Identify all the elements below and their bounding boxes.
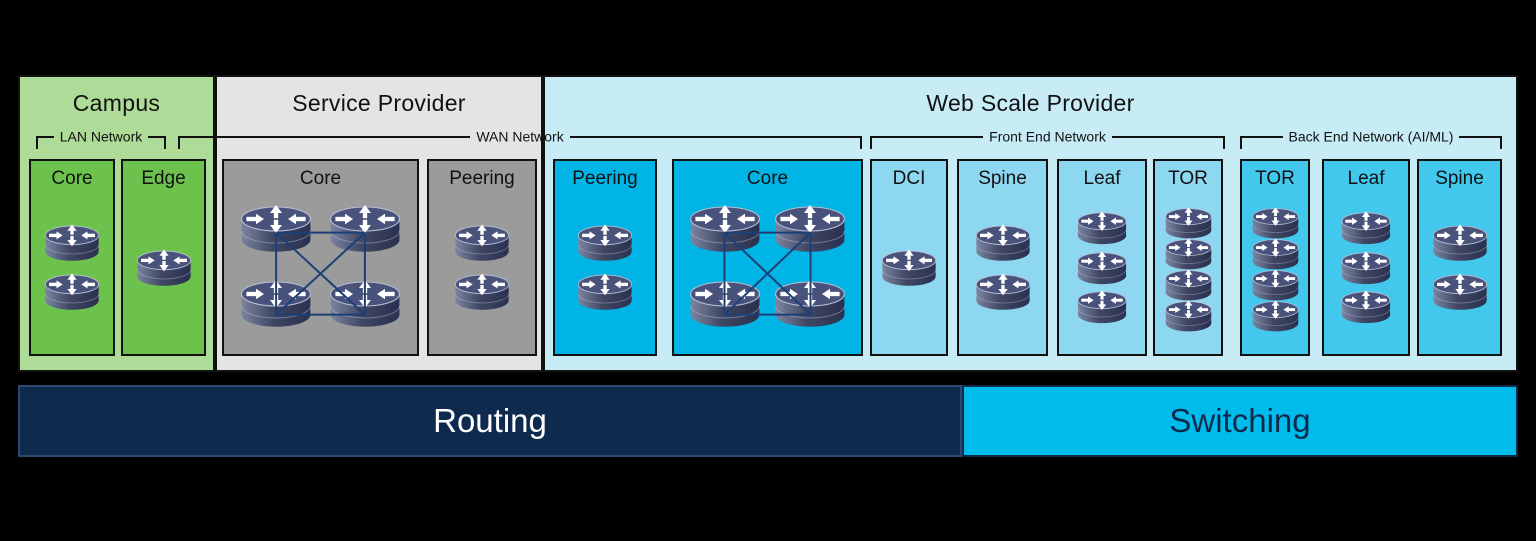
router-icon (1249, 299, 1302, 334)
bracket-corner-icon (36, 136, 45, 149)
box-ws-core: Core (672, 159, 863, 356)
box-label: Peering (449, 168, 515, 189)
router-icon (1162, 206, 1215, 241)
routing-layer-bar: Routing (18, 385, 962, 457)
device-stack (872, 190, 946, 354)
bracket-label-front-end: Front End Network (989, 128, 1106, 145)
router-icon (1162, 237, 1215, 272)
device-stack (1242, 190, 1308, 354)
box-label: TOR (1255, 168, 1295, 189)
bracket-label-lan: LAN Network (59, 128, 143, 145)
router-icon (1249, 237, 1302, 272)
box-front-end-leaf: Leaf (1057, 159, 1147, 356)
device-stack (31, 190, 113, 354)
router-icon (1074, 250, 1130, 287)
device-stack (429, 190, 535, 354)
router-icon (1429, 223, 1491, 264)
box-front-end-spine: Spine (957, 159, 1048, 356)
box-label: DCI (892, 168, 926, 189)
box-dci: DCI (870, 159, 948, 356)
device-stack (1155, 190, 1221, 354)
router-icon (1429, 272, 1491, 313)
section-title-service-provider: Service Provider (292, 90, 466, 116)
bracket-corner-icon (1493, 136, 1502, 149)
bracket-corner-icon (157, 136, 166, 149)
section-title-campus: Campus (72, 90, 161, 116)
router-icon (1249, 206, 1302, 241)
box-label: Spine (978, 168, 1027, 189)
box-label: Spine (1435, 168, 1484, 189)
bracket-corner-icon (178, 136, 187, 149)
router-icon (41, 223, 103, 264)
router-icon (878, 248, 940, 289)
router-icon (451, 223, 513, 264)
bracket-label-wan: WAN Network (476, 128, 564, 145)
device-mesh (224, 190, 417, 354)
switching-layer-bar: Switching (962, 385, 1518, 457)
box-ws-peering: Peering (553, 159, 657, 356)
device-stack (555, 190, 655, 354)
router-icon (1249, 268, 1302, 303)
box-label: Leaf (1347, 168, 1385, 189)
bracket-corner-icon (1240, 136, 1249, 149)
router-icon (574, 272, 636, 313)
bracket-back-end-network: Back End Network (AI/ML) (1240, 130, 1502, 150)
box-front-end-tor: TOR (1153, 159, 1223, 356)
device-mesh (674, 190, 861, 354)
bracket-lan-network: LAN Network (36, 130, 166, 150)
router-icon (1074, 289, 1130, 326)
box-sp-core: Core (222, 159, 419, 356)
routing-layer-label: Routing (433, 402, 547, 439)
box-label: Core (51, 168, 93, 189)
section-title-web-scale-provider: Web Scale Provider (926, 90, 1135, 116)
bracket-corner-icon (1216, 136, 1225, 149)
router-icon (574, 223, 636, 264)
switching-layer-label: Switching (1169, 402, 1311, 439)
device-stack (1324, 190, 1408, 354)
box-back-end-tor: TOR (1240, 159, 1310, 356)
router-icon (1338, 289, 1394, 326)
router-icon (1074, 210, 1130, 247)
router-icon (451, 272, 513, 313)
device-stack (959, 190, 1046, 354)
bracket-wan-network: WAN Network (178, 130, 863, 150)
bracket-front-end-network: Front End Network (870, 130, 1225, 150)
box-label: Edge (141, 168, 186, 189)
box-back-end-spine: Spine (1417, 159, 1502, 356)
box-label: TOR (1168, 168, 1208, 189)
box-sp-peering: Peering (427, 159, 537, 356)
box-label: Peering (572, 168, 638, 189)
router-icon (972, 223, 1034, 264)
mesh-links (224, 190, 417, 354)
mesh-links (674, 190, 861, 354)
box-label: Core (299, 168, 342, 189)
box-campus-edge: Edge (121, 159, 206, 356)
router-icon (1162, 268, 1215, 303)
router-icon (133, 248, 195, 289)
bracket-corner-icon (870, 136, 879, 149)
device-stack (1419, 190, 1500, 354)
box-back-end-leaf: Leaf (1322, 159, 1410, 356)
bracket-label-back-end: Back End Network (AI/ML) (1288, 128, 1454, 145)
bracket-corner-icon (853, 136, 863, 149)
router-icon (972, 272, 1034, 313)
device-stack (1059, 190, 1145, 354)
box-label: Core (746, 168, 789, 189)
router-icon (1162, 299, 1215, 334)
box-label: Leaf (1083, 168, 1121, 189)
router-icon (41, 272, 103, 313)
router-icon (1338, 250, 1394, 287)
box-campus-core: Core (29, 159, 115, 356)
device-stack (123, 190, 204, 354)
router-icon (1338, 210, 1394, 247)
